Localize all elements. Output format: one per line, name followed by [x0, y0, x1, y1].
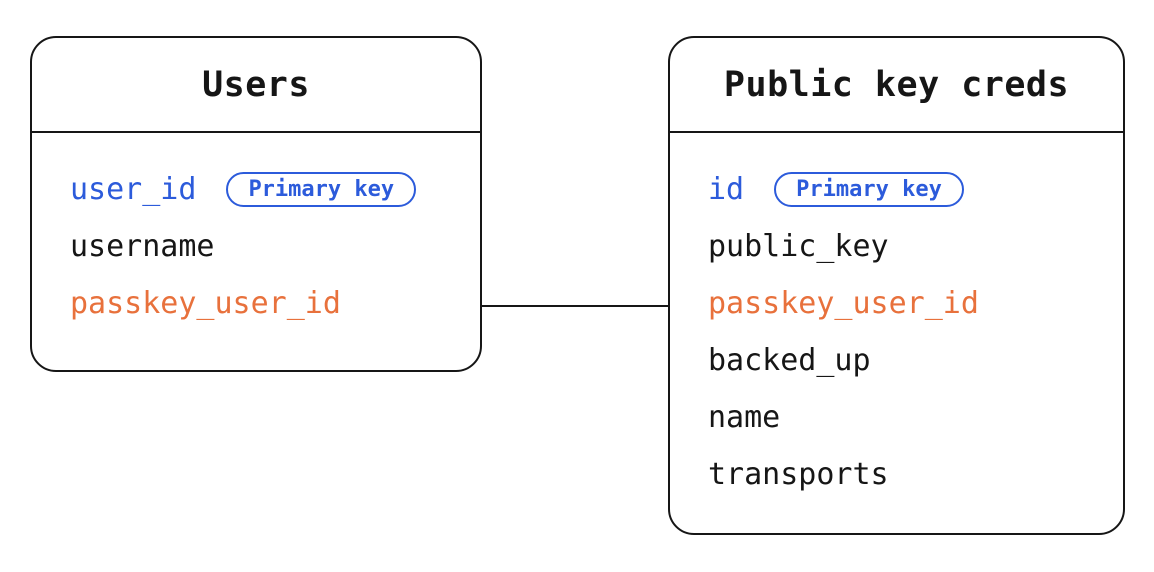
table-public-key-creds-fields: id Primary key public_key passkey_user_i…: [670, 133, 1123, 503]
field-passkey-user-id: passkey_user_id: [708, 286, 979, 321]
field-backed-up: backed_up: [708, 343, 871, 378]
field-row-passkey-user-id: passkey_user_id: [708, 275, 1103, 332]
field-row-id: id Primary key: [708, 161, 1103, 218]
field-username: username: [70, 229, 215, 264]
field-row-public-key: public_key: [708, 218, 1103, 275]
field-public-key: public_key: [708, 229, 889, 264]
table-users-header: Users: [32, 38, 480, 133]
relationship-line: [480, 305, 670, 307]
table-users: Users user_id Primary key username passk…: [30, 36, 482, 372]
primary-key-badge: Primary key: [226, 172, 417, 207]
table-public-key-creds: Public key creds id Primary key public_k…: [668, 36, 1125, 535]
field-row-transports: transports: [708, 446, 1103, 503]
table-users-title: Users: [202, 64, 310, 105]
field-id: id: [708, 172, 745, 207]
primary-key-badge: Primary key: [774, 172, 964, 207]
field-row-passkey-user-id: passkey_user_id: [70, 275, 460, 332]
field-name: name: [708, 400, 781, 435]
field-transports: transports: [708, 457, 889, 492]
table-users-fields: user_id Primary key username passkey_use…: [32, 133, 480, 332]
field-user-id: user_id: [70, 172, 197, 207]
field-passkey-user-id: passkey_user_id: [70, 286, 341, 321]
field-row-name: name: [708, 389, 1103, 446]
table-public-key-creds-title: Public key creds: [723, 64, 1070, 105]
table-public-key-creds-header: Public key creds: [670, 38, 1123, 133]
field-row-username: username: [70, 218, 460, 275]
field-row-backed-up: backed_up: [708, 332, 1103, 389]
field-row-user-id: user_id Primary key: [70, 161, 460, 218]
